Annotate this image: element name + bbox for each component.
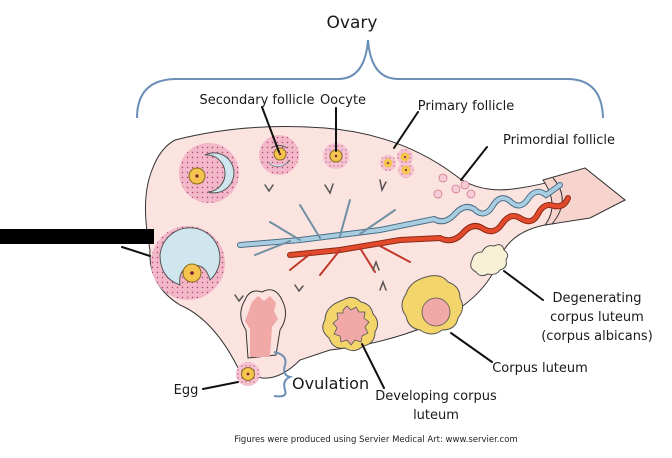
credit-text: Figures were produced using Servier Medi… [234,435,517,445]
corpus-albicans [470,244,509,277]
ruptured-follicle [240,289,286,359]
follicle-secondary [259,135,299,175]
vein [237,182,563,256]
label-primordial-follicle: Primordial follicle [503,133,615,148]
label-corpus-luteum: Corpus luteum [492,361,588,376]
follicle-large-top [179,143,239,203]
follicle-antral-large [151,226,225,300]
label-ovulation: Ovulation [292,374,369,393]
leader-developing-cl [361,343,385,389]
label-oocyte: Oocyte [320,93,366,108]
egg [236,362,260,386]
label-degenerating-cl-2: corpus luteum [550,310,644,325]
primary-follicles [380,149,414,178]
leader-primordial-follicle [460,146,488,181]
leader-primary-follicle [393,111,419,149]
leader-degenerating-cl [503,270,544,301]
label-egg: Egg [174,383,199,398]
leader-redacted [121,246,151,257]
corpus-luteum [401,275,464,335]
title-ovary: Ovary [327,13,378,33]
label-degenerating-cl-1: Degenerating [552,291,641,306]
redaction-bar [0,229,154,244]
label-degenerating-cl-3: (corpus albicans) [541,329,653,344]
ovarian-ligament [542,167,626,226]
leader-secondary-follicle [261,106,280,153]
label-developing-cl-1: Developing corpus [375,389,497,404]
primordial-follicles [433,173,476,199]
label-primary-follicle: Primary follicle [418,99,515,114]
label-secondary-follicle: Secondary follicle [199,93,314,108]
label-developing-cl-2: luteum [413,408,459,423]
developing-corpus-luteum [322,296,379,352]
leader-corpus-luteum [450,332,493,363]
vessel-twigs [234,179,387,303]
follicle-oocyte [323,143,349,169]
ovary-bracket [136,39,604,119]
ovulation-brace [273,351,294,398]
artery [287,195,571,276]
leader-egg [202,381,239,390]
ligament-edge [551,177,563,225]
